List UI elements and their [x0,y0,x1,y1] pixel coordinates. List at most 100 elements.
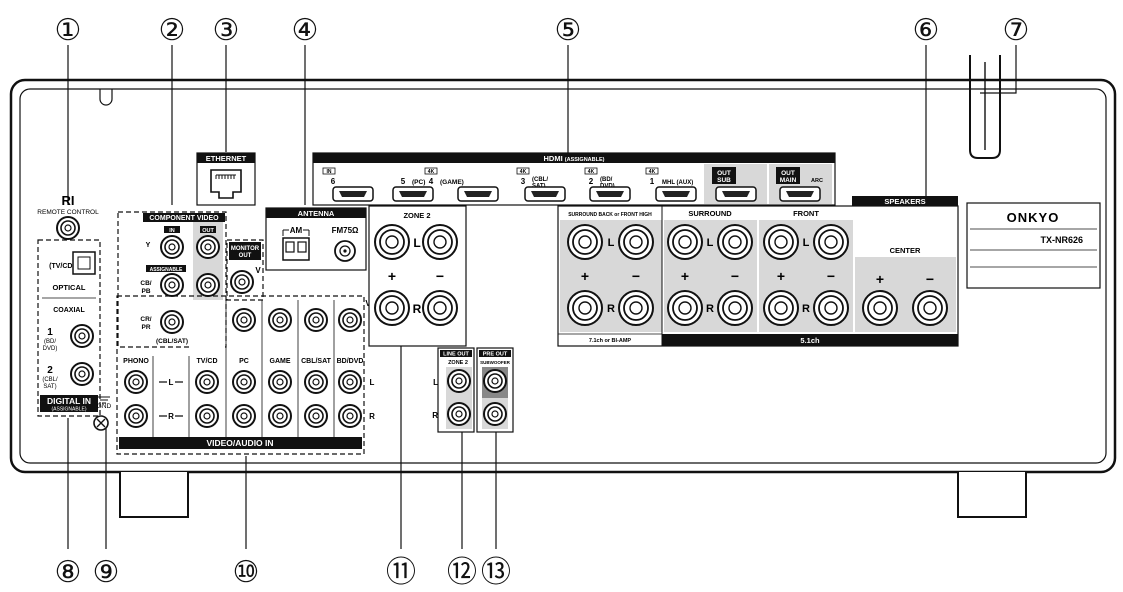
coaxial-1-jack [70,324,94,348]
front-l: L [803,237,810,249]
sb-r-minus-post [618,290,654,326]
front-r-minus-post [813,290,849,326]
callout-3: ③ [213,13,240,48]
monitor-out-jack [230,270,254,294]
line-out-l: L [433,378,438,387]
component-in-pb-jack [160,273,184,297]
hdmi-in-3-port [524,186,566,202]
front-minus: − [827,268,835,284]
vai-tvcd-r-jack [195,404,219,428]
hdmi-out-sub-1: OUT [717,170,731,177]
monitor-out-group: MONITOR OUT V [226,239,264,301]
zone2-plus: + [388,268,396,284]
surround-r-minus-post [717,290,753,326]
coax1-number: 1 [47,327,53,338]
callout-4: ④ [292,13,319,48]
hdmi-in-4-port [457,186,499,202]
antenna-group: ANTENNA AM FM75Ω [265,207,367,271]
vai-game-r-jack [268,404,292,428]
component-assignable: ASSIGNABLE [150,267,183,273]
sb-r-plus-post [567,290,603,326]
callout-2: ② [159,13,186,48]
hdmi-in-5-port [392,186,434,202]
am-label: AM [290,226,303,235]
hdmi-in-6-port [332,186,374,202]
line-out-l-jack [447,369,471,393]
bi-amp-label: 7.1ch or BI-AMP [589,338,632,344]
surround-l-plus-post [667,224,703,260]
speakers-title: SPEAKERS [884,197,925,206]
component-source-label: (CBL/SAT) [156,338,188,345]
model-plate: ONKYO TX-NR626 [966,202,1101,289]
callout-10: ⑩ [233,555,260,590]
digital-in-group: (TV/CD) OPTICAL COAXIAL 1 (BD/ DVD) 2 (C… [37,239,101,417]
subwoofer-1-jack [483,369,507,393]
ethernet-label: ETHERNET [206,154,247,163]
vai-cblsat-video-jack [304,308,328,332]
zone2-l-minus-post [422,224,458,260]
pre-out-title: PRE OUT [483,352,508,358]
component-out-y-jack [196,235,220,259]
hdmi-port-5-label: (PC) [412,179,425,186]
center-title: CENTER [890,246,921,255]
hdmi-port-4-label: (GAME) [440,179,464,186]
vai-col-tvcd: TV/CD [197,358,218,365]
front-l-minus-post [813,224,849,260]
vai-bddvd-video-jack [338,308,362,332]
hdmi-4k-tag-1: 4K [649,169,656,175]
front-l-plus-post [763,224,799,260]
front-r-plus-post [763,290,799,326]
surround-l-minus-post [717,224,753,260]
ri-title: RI [62,193,75,208]
front-title: FRONT [793,209,819,218]
callout-13: ⑬ [481,555,511,590]
sb-l: L [608,237,615,249]
callout-7: ⑦ [1003,13,1030,48]
svg-text:HDMI (ASSIGNABLE): HDMI (ASSIGNABLE) [544,154,605,163]
ch51-label: 5.1ch [800,336,820,345]
surround-r-plus-post [667,290,703,326]
zone2-r-plus-post [374,290,410,326]
sb-plus: + [581,268,589,284]
center-plus: + [876,271,884,287]
hdmi-out-main-port [779,186,821,202]
speakers-group: ZONE 2 L R + − SPEAKERS SURROUND BACK or… [368,196,959,347]
callout-numbers: ① ② ③ ④ ⑤ ⑥ ⑦ ⑧ ⑨ ⑩ ⑪ ⑫ ⑬ [55,13,1030,590]
hdmi-title: HDMI [544,154,563,163]
coaxial-label: COAXIAL [53,307,85,314]
vai-pc-r-jack [232,404,256,428]
optical-label: OPTICAL [53,283,86,292]
hdmi-4k-tag-4: 4K [428,169,435,175]
vai-col-bddvd: BD/DVD [337,358,364,365]
callout-11: ⑪ [386,555,416,590]
center-minus-post [912,290,948,326]
hdmi-out-main-1: OUT [781,170,795,177]
hdmi-out-sub-port [715,186,757,202]
component-pr-label: PR [141,324,150,331]
vai-col-phono: PHONO [123,358,149,365]
digital-in-title: DIGITAL IN [47,396,91,406]
hdmi-port-5-num: 5 [401,177,406,186]
hdmi-assignable: (ASSIGNABLE) [565,157,605,163]
callout-5: ⑤ [555,13,582,48]
vai-r-dash: R [168,412,174,421]
vai-v-label: V [365,299,371,308]
vai-cblsat-r-jack [304,404,328,428]
callout-9: ⑨ [93,555,120,590]
vai-bddvd-l-jack [338,370,362,394]
monitor-out-v: V [255,266,261,275]
sb-r: R [607,303,615,315]
zone2-r-minus-post [422,290,458,326]
hdmi-in-2-port [589,186,631,202]
sb-l-plus-post [567,224,603,260]
hdmi-port-6-num: 6 [331,177,336,186]
vai-cblsat-l-jack [304,370,328,394]
vai-game-video-jack [268,308,292,332]
hdmi-4k-tag-2: 4K [588,169,595,175]
vai-col-cblsat: CBL/SAT [301,358,332,365]
monitor-out-title-1: MONITOR [231,246,260,252]
surround-plus: + [681,268,689,284]
sb-l-minus-post [618,224,654,260]
zone2-l-plus-post [374,224,410,260]
surround-l: L [707,237,714,249]
